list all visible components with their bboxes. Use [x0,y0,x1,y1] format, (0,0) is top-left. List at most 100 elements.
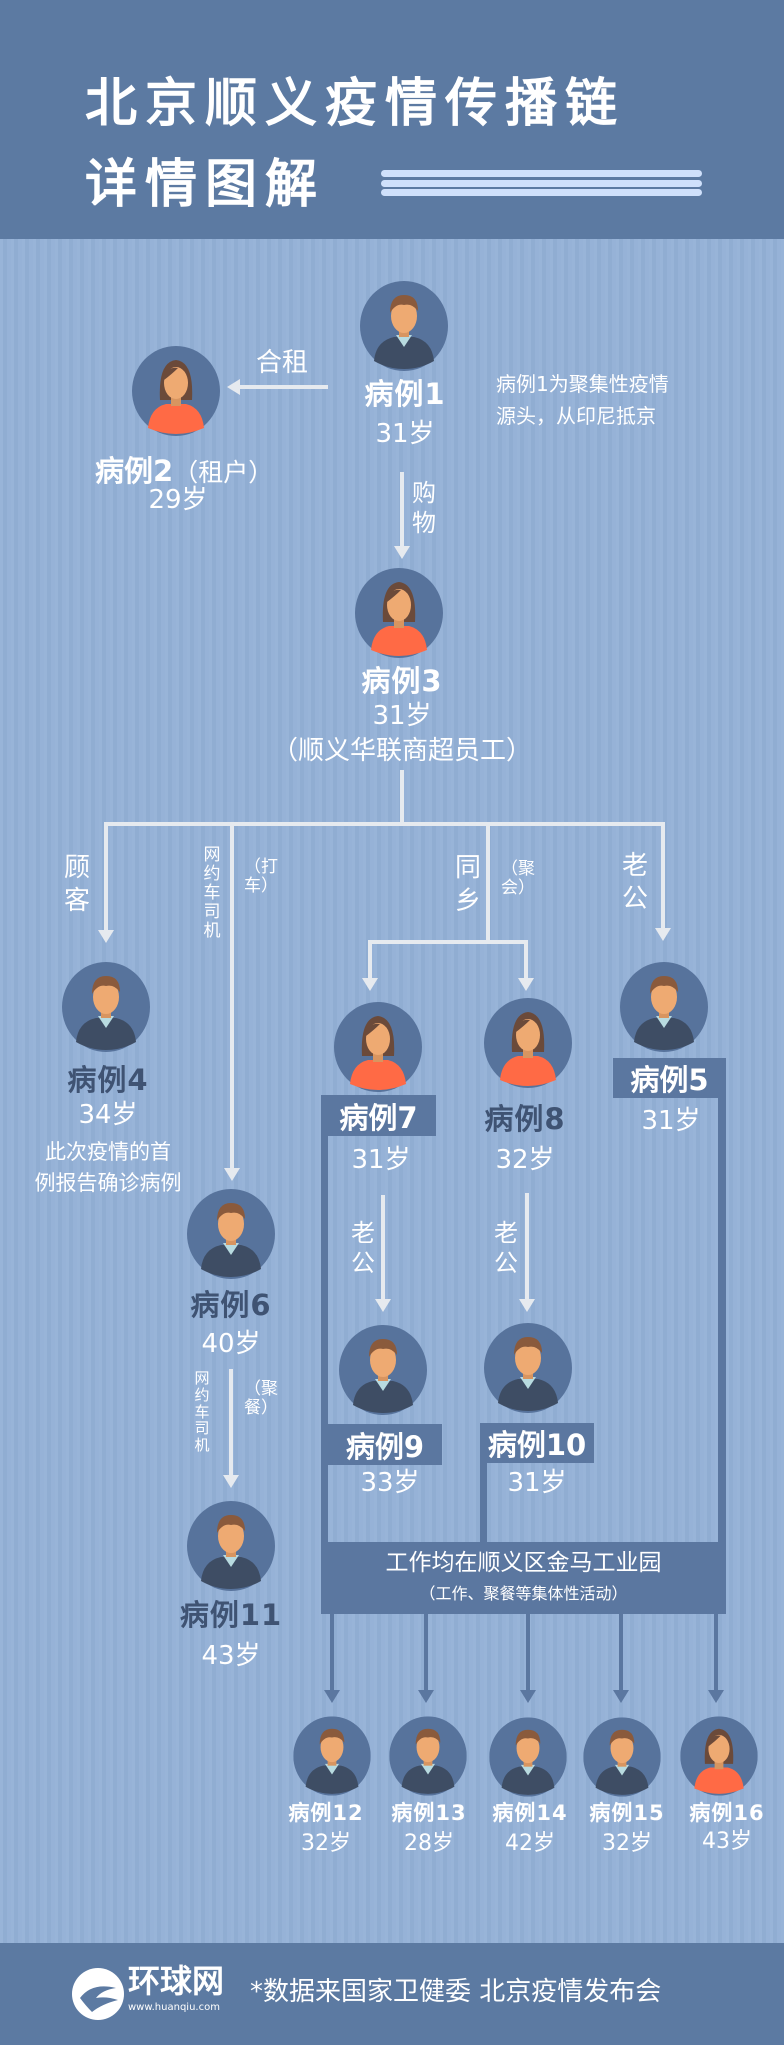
group-outline [480,1462,487,1544]
case-age-14: 42岁 [505,1831,555,1856]
arrow-head [224,1168,240,1181]
case4-note: 此次疫情的首 [45,1140,171,1164]
case-label-2: 病例2 [95,454,174,488]
male-person-icon [187,1501,275,1591]
case-age-10: 31岁 [507,1468,567,1498]
case-age-3: 31岁 [372,701,432,731]
relation-shopping: 购物 [412,479,436,537]
workplace-title: 工作均在顺义区金马工业园 [385,1550,662,1576]
connector-line [400,770,404,826]
logo-url: www.huanqiu.com [128,2002,220,2013]
relation-customer: 顾客 [64,853,91,916]
case-label-6: 病例6 [190,1288,272,1322]
arrow-head [362,978,378,991]
avatar-case-7 [334,1002,422,1092]
case-label-8: 病例8 [484,1102,566,1136]
male-person-icon [583,1717,661,1797]
arrow-line [240,385,328,389]
avatar-case-5 [620,962,708,1052]
male-person-icon [339,1325,427,1415]
arrow-head [519,1299,535,1312]
case-age-5: 31岁 [641,1106,701,1136]
case1-note: 病例1为聚集性疫情 [496,372,669,396]
male-person-icon [360,281,448,371]
case-age-4: 34岁 [78,1100,138,1130]
workplace-box: 工作均在顺义区金马工业园 （工作、聚餐等集体性活动） [321,1542,726,1614]
case-label-7: 病例7 [321,1095,436,1136]
case-age-16: 43岁 [702,1829,752,1854]
case-age-7: 31岁 [351,1145,411,1175]
relation-party: （聚会） [501,859,535,899]
avatar-case-2 [132,346,220,436]
avatar-case-8 [484,998,572,1088]
arrow-head [518,978,534,991]
connector-line [424,1614,428,1690]
connector-line [230,824,234,1168]
case4-note: 例报告确诊病例 [34,1171,182,1195]
case-label-3: 病例3 [361,664,443,698]
decor-stripe [381,170,702,177]
case-age-2: 29岁 [148,485,208,515]
case-label-13: 病例13 [391,1801,467,1825]
case-age-8: 32岁 [495,1145,555,1175]
case-label-15: 病例15 [589,1801,665,1825]
relation-hometown: 同乡 [455,853,482,916]
connector-line [368,940,372,978]
case-age-13: 28岁 [404,1831,454,1856]
group-outline [321,1134,328,1544]
avatar-case-10 [484,1323,572,1413]
male-person-icon [62,962,150,1052]
case-label-14: 病例14 [492,1801,568,1825]
relation-taxi: （打车） [244,857,278,897]
connector-line [381,1195,385,1299]
relation-husband: 老公 [351,1219,375,1277]
avatar-case-13 [389,1716,467,1796]
relation-dinner: （聚餐） [244,1379,278,1419]
male-person-icon [293,1716,371,1796]
arrow-head [708,1690,724,1703]
title-line2: 详情图解 [85,155,326,215]
avatar-case-14 [489,1717,567,1797]
female-person-icon [355,568,443,658]
relation-driver: 网约车司机 [203,845,221,942]
decor-stripe [381,189,702,196]
avatar-case-16 [680,1716,758,1796]
footer: 环球网 www.huanqiu.com *数据来国家卫健委 北京疫情发布会 [0,1943,784,2045]
connector-line [104,822,108,930]
relation-husband: 老公 [622,851,649,914]
arrow-head [227,379,240,395]
male-person-icon [620,962,708,1052]
female-person-icon [484,998,572,1088]
female-person-icon [132,346,220,436]
case-label-2-group: 病例2（租户） [95,448,273,490]
avatar-case-9 [339,1325,427,1415]
source-note: *数据来国家卫健委 北京疫情发布会 [250,1977,662,2007]
case-label-16: 病例16 [689,1801,765,1825]
arrow-head [98,930,114,943]
case-age-9: 33岁 [360,1468,420,1498]
title-line1: 北京顺义疫情传播链 [85,74,626,134]
case-label-1: 病例1 [364,377,446,411]
case-3-role: （顺义华联商超员工） [271,736,533,766]
relation-co-rent: 合租 [256,348,309,378]
arrow-head [375,1299,391,1312]
connector-line [104,822,665,826]
connector-line [368,940,528,944]
logo-text: 环球网 [128,1962,225,2000]
case1-note: 源头，从印尼抵京 [496,404,656,428]
avatar-case-15 [583,1717,661,1797]
case-age-11: 43岁 [201,1641,261,1671]
connector-line [229,1369,233,1475]
connector-line [486,824,490,942]
avatar-case-6 [187,1189,275,1279]
female-person-icon [680,1716,758,1796]
arrow-head [223,1475,239,1488]
arrow-head [394,546,410,559]
case-age-12: 32岁 [301,1831,351,1856]
case-label-10: 病例10 [480,1423,594,1463]
male-person-icon [489,1717,567,1797]
avatar-case-12 [293,1716,371,1796]
case-label-12: 病例12 [288,1801,364,1825]
arrow-head [520,1690,536,1703]
connector-line [330,1614,334,1690]
